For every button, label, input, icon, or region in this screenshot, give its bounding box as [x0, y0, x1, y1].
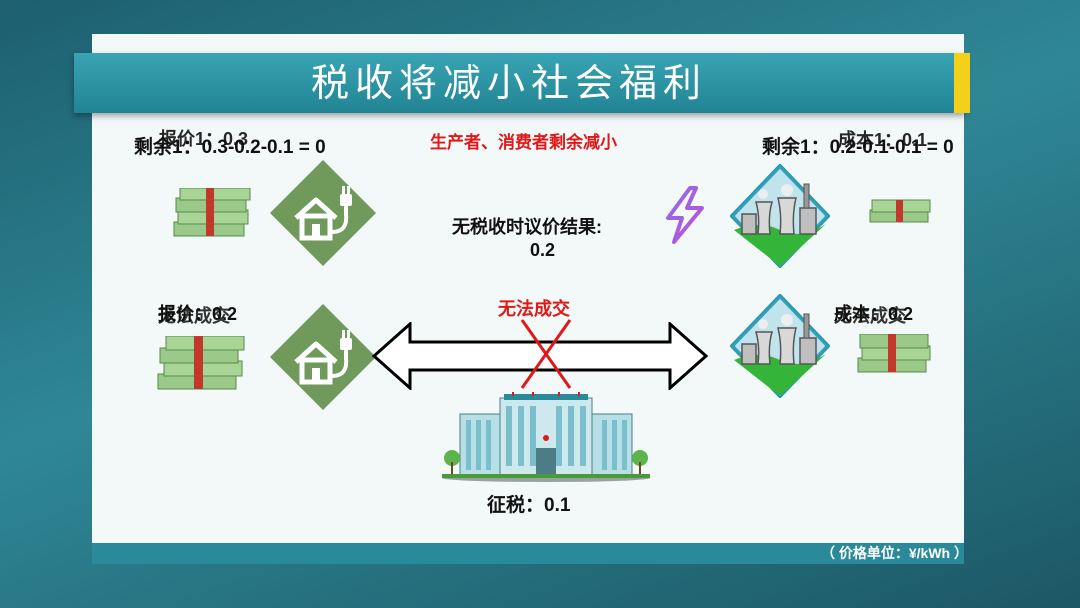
money-stack-icon-4 — [857, 334, 931, 373]
no-deal-label: 无法成交 — [498, 299, 570, 319]
house-plug-icon — [270, 160, 376, 266]
power-plant-icon — [730, 164, 830, 268]
producer-cost2-label: 成本：0.2 — [834, 304, 914, 324]
producer-cost-label: 成本1：0.1 — [838, 130, 928, 150]
footer-bar — [92, 543, 964, 564]
no-tax-result-label: 无税收时议价结果: — [452, 217, 602, 237]
tax-label: 征税：0.1 — [487, 495, 571, 516]
no-tax-result-value: 0.2 — [530, 240, 556, 260]
consumer-no-deal-label: 无法成交 — [158, 306, 230, 326]
consumer-surplus-label: 剩余1：0.3-0.2-0.1 = 0 — [134, 137, 326, 158]
money-stack-icon-3 — [157, 336, 245, 390]
lightning-icon — [666, 186, 704, 244]
consumer-offer2-label: 报价：0.2 — [158, 304, 238, 324]
surplus-decrease-label: 生产者、消费者剩余减小 — [430, 133, 617, 152]
money-stack-icon — [173, 188, 251, 237]
power-plant-icon-2 — [730, 294, 830, 398]
house-plug-icon-2 — [270, 304, 376, 410]
consumer-offer-label: 报价1：0.3 — [159, 129, 249, 149]
double-arrow-icon — [372, 322, 708, 390]
producer-no-deal-label: 无法成交 — [834, 306, 906, 326]
unit-note: （ 价格单位：¥/kWh ） — [820, 545, 968, 561]
producer-surplus-label: 剩余1：0.2-0.1-0.1 = 0 — [762, 137, 954, 158]
page-title: 税收将减小社会福利 — [310, 61, 707, 105]
government-building-icon — [442, 392, 650, 482]
red-x-icon — [520, 319, 572, 389]
money-stack-icon-2 — [869, 199, 931, 223]
title-accent — [954, 53, 970, 113]
title-bar: 税收将减小社会福利 — [74, 53, 966, 113]
